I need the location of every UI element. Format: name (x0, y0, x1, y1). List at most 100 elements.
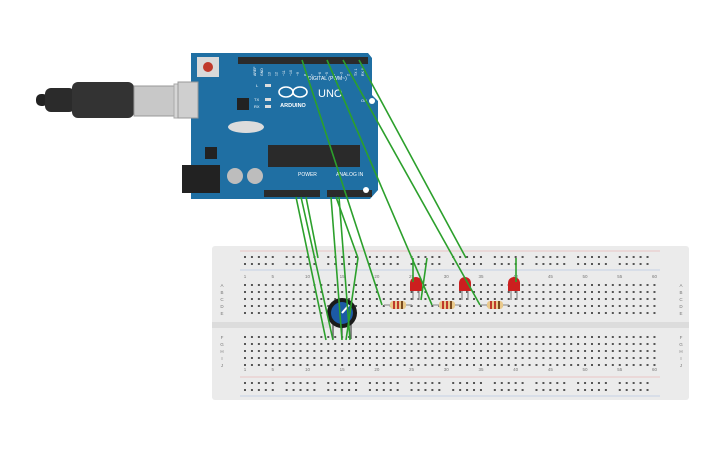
breadboard-hole[interactable] (306, 305, 309, 307)
rail-hole[interactable] (535, 263, 538, 265)
breadboard-hole[interactable] (285, 343, 288, 345)
breadboard-hole[interactable] (410, 343, 413, 345)
rail-hole[interactable] (604, 263, 607, 265)
breadboard-hole[interactable] (396, 364, 399, 366)
breadboard-hole[interactable] (632, 312, 635, 314)
breadboard-hole[interactable] (375, 312, 378, 314)
breadboard-hole[interactable] (431, 284, 434, 286)
breadboard-hole[interactable] (348, 298, 351, 300)
breadboard-hole[interactable] (445, 284, 448, 286)
breadboard-hole[interactable] (542, 312, 545, 314)
breadboard-hole[interactable] (320, 312, 323, 314)
breadboard-hole[interactable] (257, 298, 260, 300)
breadboard-hole[interactable] (493, 343, 496, 345)
breadboard-hole[interactable] (556, 364, 559, 366)
breadboard-hole[interactable] (597, 364, 600, 366)
breadboard-hole[interactable] (452, 343, 455, 345)
breadboard-hole[interactable] (355, 305, 358, 307)
rail-hole[interactable] (556, 382, 559, 384)
rail-hole[interactable] (306, 389, 309, 391)
breadboard-hole[interactable] (417, 305, 420, 307)
rail-hole[interactable] (313, 263, 316, 265)
breadboard-hole[interactable] (521, 291, 524, 293)
breadboard-hole[interactable] (459, 305, 462, 307)
rail-hole[interactable] (348, 263, 351, 265)
wire[interactable] (345, 257, 359, 341)
breadboard-hole[interactable] (368, 364, 371, 366)
breadboard-hole[interactable] (597, 298, 600, 300)
rail-hole[interactable] (368, 256, 371, 258)
breadboard-hole[interactable] (264, 364, 267, 366)
rail-hole[interactable] (493, 389, 496, 391)
breadboard-hole[interactable] (632, 284, 635, 286)
breadboard-hole[interactable] (355, 343, 358, 345)
breadboard-hole[interactable] (389, 312, 392, 314)
breadboard-hole[interactable] (632, 298, 635, 300)
breadboard-hole[interactable] (361, 312, 364, 314)
breadboard-hole[interactable] (250, 350, 253, 352)
breadboard-hole[interactable] (375, 305, 378, 307)
breadboard-hole[interactable] (639, 312, 642, 314)
rail-hole[interactable] (396, 389, 399, 391)
rail-hole[interactable] (535, 382, 538, 384)
breadboard-hole[interactable] (431, 305, 434, 307)
breadboard-hole[interactable] (646, 298, 649, 300)
rail-hole[interactable] (493, 382, 496, 384)
breadboard-hole[interactable] (486, 298, 489, 300)
breadboard-hole[interactable] (591, 312, 593, 314)
breadboard-hole[interactable] (459, 357, 462, 359)
breadboard-hole[interactable] (646, 284, 649, 286)
breadboard-hole[interactable] (466, 312, 469, 314)
breadboard-hole[interactable] (535, 343, 538, 345)
breadboard-hole[interactable] (563, 305, 566, 307)
breadboard-hole[interactable] (355, 336, 358, 338)
rail-hole[interactable] (556, 389, 559, 391)
breadboard-hole[interactable] (618, 364, 621, 366)
rail-hole[interactable] (542, 389, 545, 391)
breadboard-hole[interactable] (396, 343, 399, 345)
breadboard-hole[interactable] (445, 343, 448, 345)
rail-hole[interactable] (431, 382, 434, 384)
rail-hole[interactable] (542, 263, 545, 265)
rail-hole[interactable] (271, 256, 274, 258)
breadboard-hole[interactable] (403, 284, 406, 286)
breadboard-hole[interactable] (424, 298, 427, 300)
breadboard-hole[interactable] (264, 336, 267, 338)
breadboard-hole[interactable] (257, 312, 260, 314)
breadboard-hole[interactable] (563, 364, 566, 366)
rail-hole[interactable] (257, 256, 260, 258)
breadboard-hole[interactable] (639, 336, 642, 338)
rail-hole[interactable] (396, 256, 399, 258)
breadboard-hole[interactable] (452, 312, 455, 314)
breadboard-hole[interactable] (577, 298, 580, 300)
breadboard-hole[interactable] (563, 357, 566, 359)
breadboard-hole[interactable] (285, 357, 288, 359)
breadboard-hole[interactable] (632, 305, 635, 307)
breadboard-hole[interactable] (306, 357, 309, 359)
rail-hole[interactable] (389, 256, 392, 258)
breadboard-hole[interactable] (375, 350, 378, 352)
rail-hole[interactable] (556, 263, 559, 265)
breadboard-hole[interactable] (389, 364, 392, 366)
breadboard-hole[interactable] (570, 284, 573, 286)
breadboard-hole[interactable] (604, 343, 607, 345)
wire[interactable] (358, 59, 467, 259)
breadboard-hole[interactable] (313, 350, 316, 352)
breadboard-hole[interactable] (556, 343, 559, 345)
breadboard-hole[interactable] (424, 350, 427, 352)
breadboard-hole[interactable] (646, 336, 649, 338)
breadboard-hole[interactable] (514, 350, 517, 352)
breadboard-hole[interactable] (396, 298, 399, 300)
rail-hole[interactable] (355, 382, 358, 384)
breadboard-hole[interactable] (327, 357, 330, 359)
rail-hole[interactable] (285, 382, 288, 384)
usb-cable[interactable] (36, 82, 197, 119)
breadboard-hole[interactable] (528, 305, 531, 307)
breadboard-hole[interactable] (486, 336, 489, 338)
breadboard-hole[interactable] (382, 357, 385, 359)
breadboard-hole[interactable] (542, 350, 545, 352)
breadboard-hole[interactable] (549, 284, 552, 286)
breadboard-hole[interactable] (466, 298, 469, 300)
breadboard-hole[interactable] (500, 291, 503, 293)
rail-hole[interactable] (597, 389, 600, 391)
